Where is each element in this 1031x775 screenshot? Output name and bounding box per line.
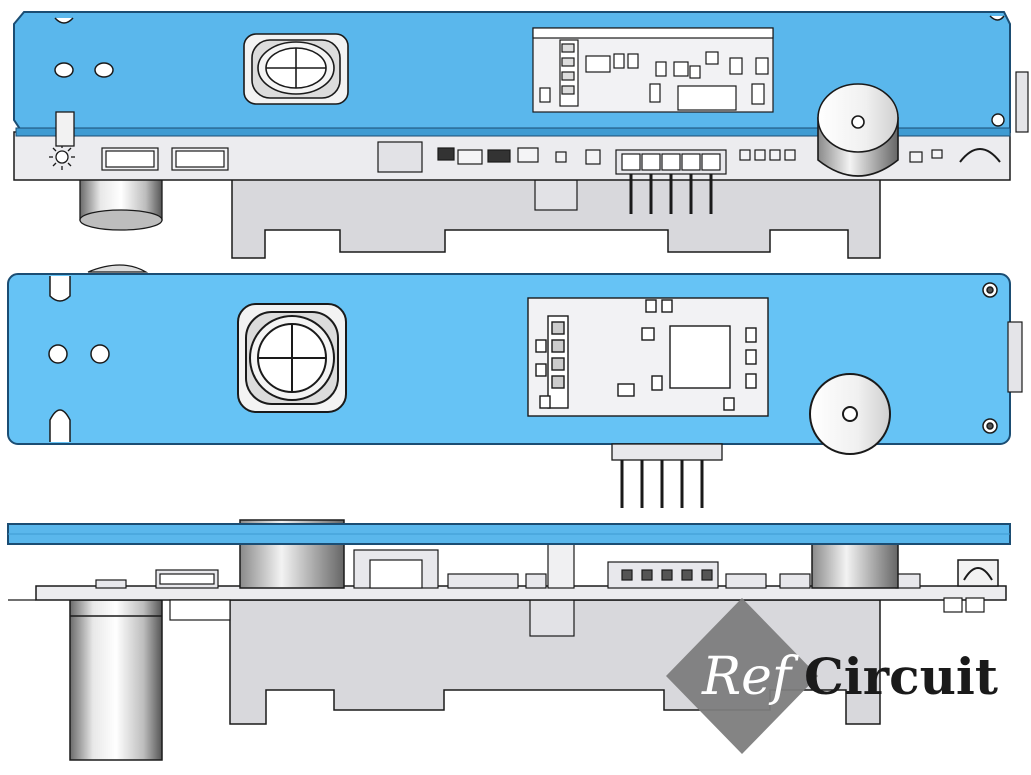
pin-header-icon xyxy=(615,149,727,214)
inductor-icon xyxy=(237,303,347,413)
capacitor-icon xyxy=(69,599,163,761)
standoff-post xyxy=(55,111,75,147)
view-3-side xyxy=(7,519,1011,761)
side-connector xyxy=(1015,71,1029,133)
pcb-components xyxy=(95,539,985,621)
enclosure-body xyxy=(231,169,881,259)
enclosure-tab xyxy=(534,179,578,211)
screw-hole xyxy=(991,113,1005,127)
pin-header-icon xyxy=(611,443,723,508)
inductor-icon xyxy=(243,33,349,105)
view-2-top xyxy=(7,264,1023,508)
pcb-board xyxy=(35,585,1007,601)
jack-icon xyxy=(957,559,999,587)
logo-diamond xyxy=(666,598,818,754)
led-icon xyxy=(49,144,75,170)
jack-icon xyxy=(959,148,1001,163)
mounting-holes xyxy=(54,15,1005,78)
blue-board-edge xyxy=(15,127,1011,137)
logo-text-ref: Ref xyxy=(701,647,799,707)
board-notches xyxy=(48,276,998,442)
capacitor-top xyxy=(87,264,149,273)
enclosure-tab xyxy=(529,599,575,637)
refcircuit-logo: Ref Circuit xyxy=(666,598,998,754)
module-icon xyxy=(532,27,774,113)
buzzer-icon xyxy=(809,373,891,455)
pcb-components xyxy=(101,141,943,173)
buzzer-icon xyxy=(817,83,899,177)
view-1-angled xyxy=(13,11,1029,259)
side-connector xyxy=(1007,321,1023,393)
module-icon xyxy=(527,297,769,417)
logo-text-circuit: Circuit xyxy=(804,647,998,706)
